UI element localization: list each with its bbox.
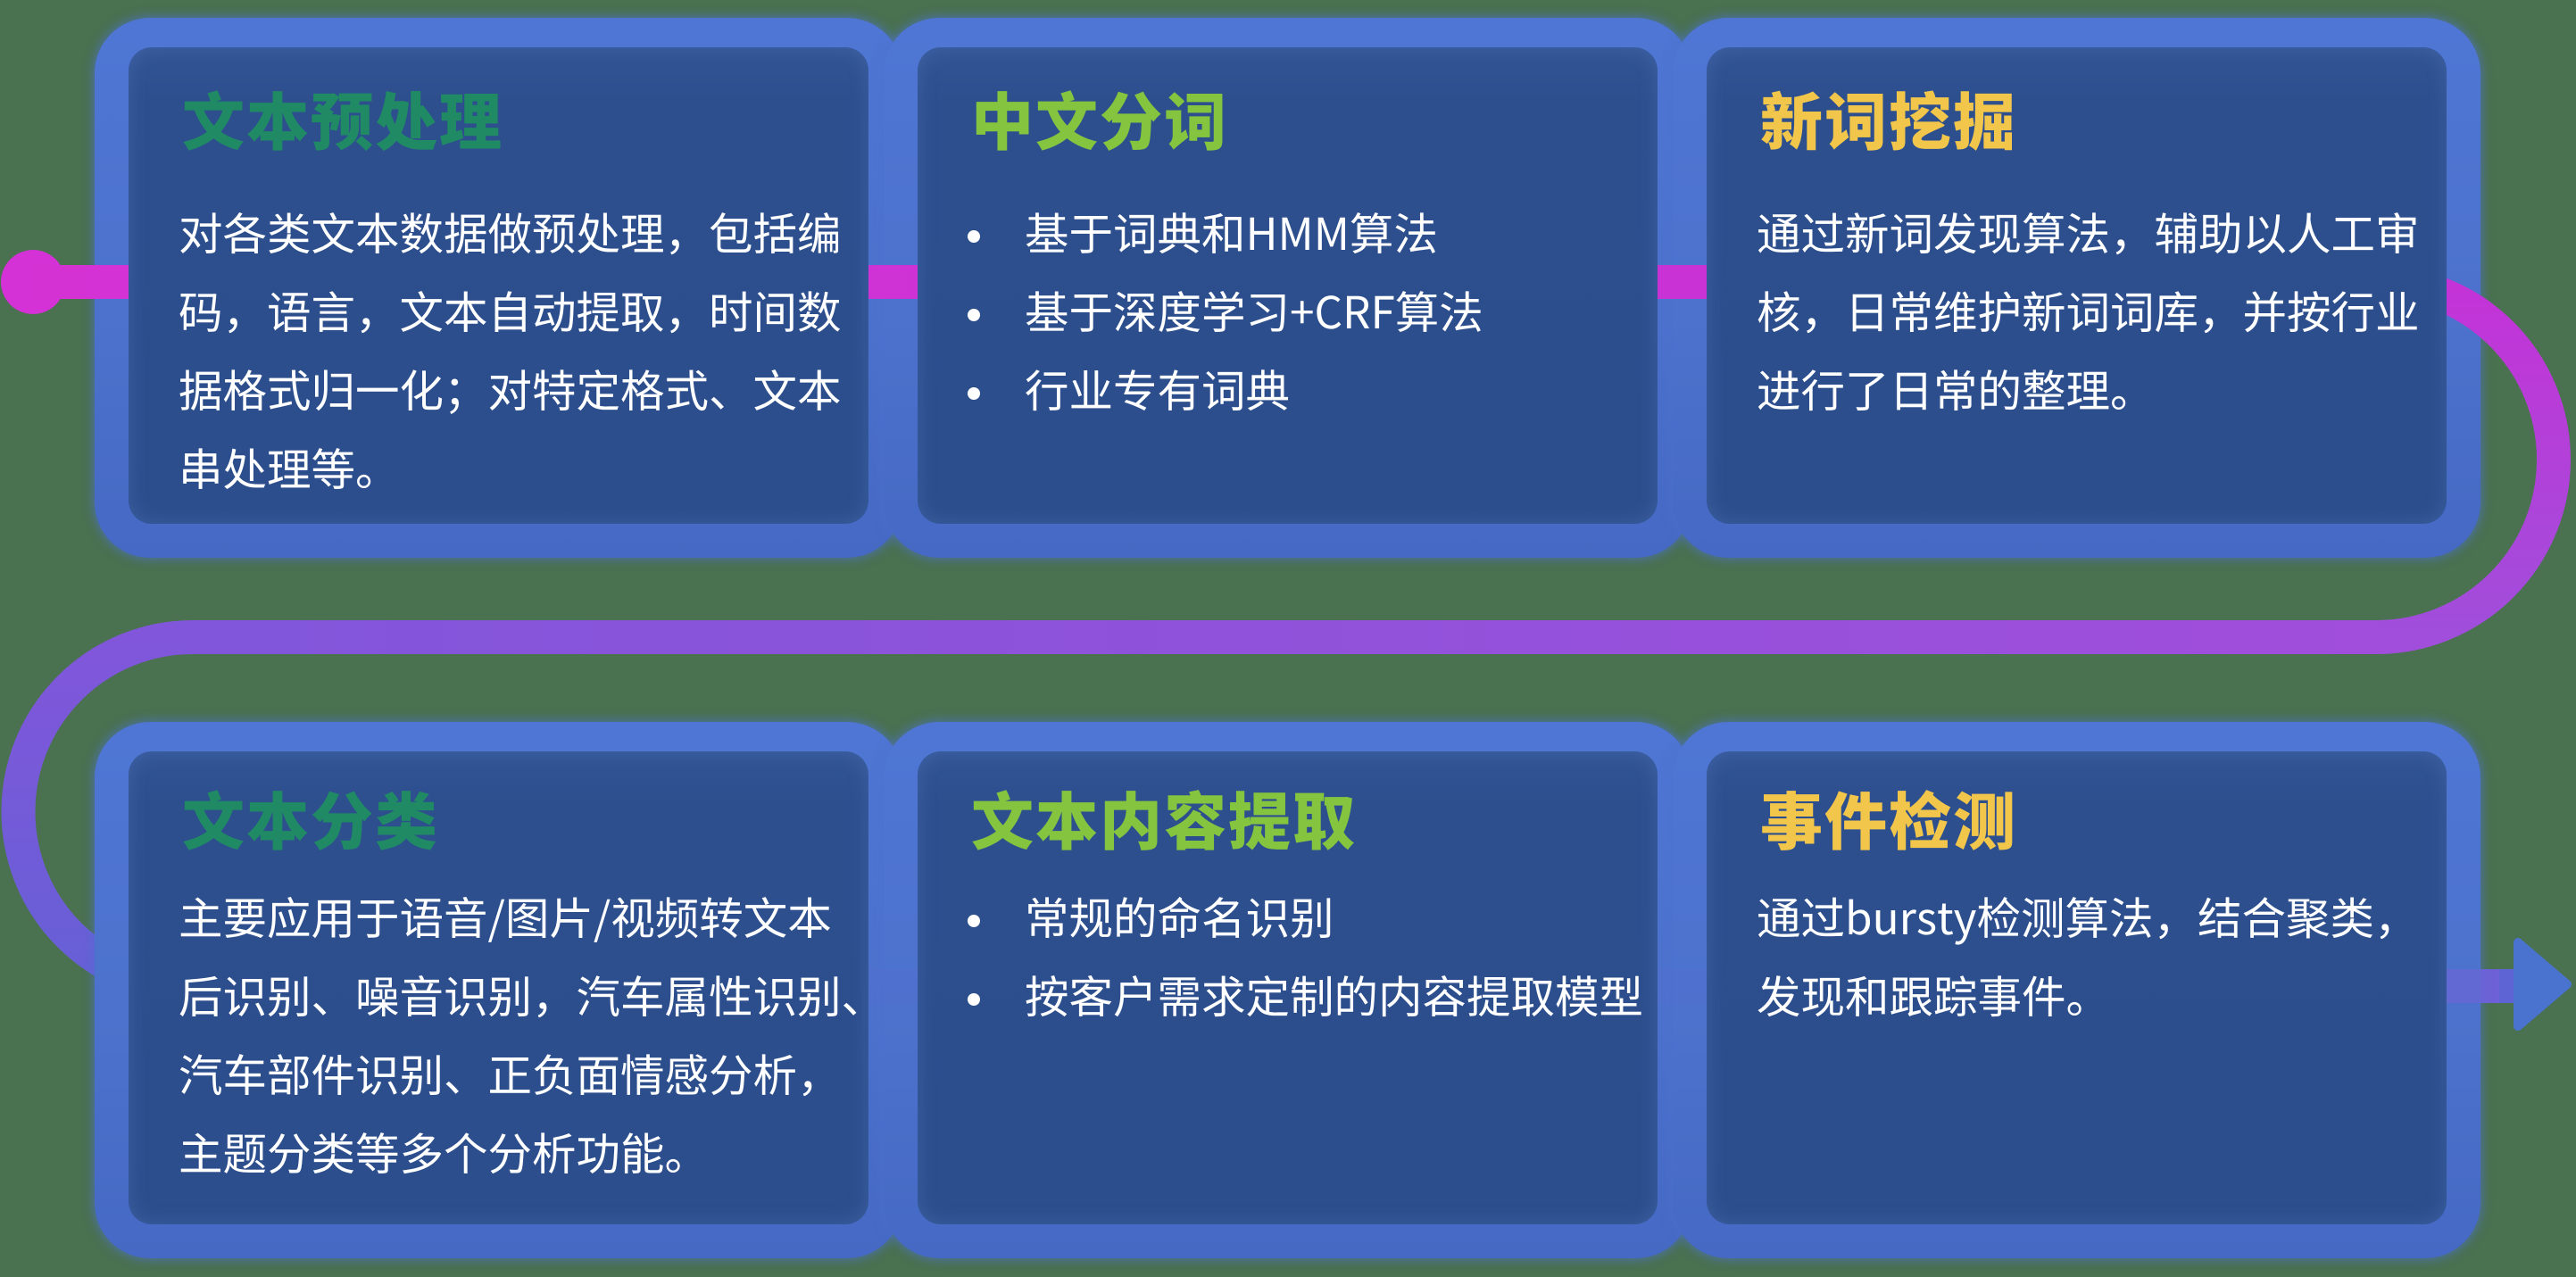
- card-body: 对各类文本数据做预处理，包括编码，语言，文本自动提取，时间数据格式归一化；对特定…: [179, 193, 868, 507]
- card-body-line: 码，语言，文本自动提取，时间数: [179, 278, 842, 342]
- bullet-icon: [968, 993, 980, 1006]
- bullet-icon: [968, 387, 980, 400]
- card-title: 新词挖掘: [1760, 73, 2017, 163]
- bullet-icon: [968, 230, 980, 243]
- card-body-line: 后识别、噪音识别，汽车属性识别、: [179, 963, 885, 1026]
- card-body-line: 据格式归一化；对特定格式、文本: [179, 357, 842, 420]
- card-body-line: 按客户需求定制的内容提取模型: [968, 956, 1658, 1034]
- card-body-line: 主要应用于语音/图片/视频转文本: [179, 884, 832, 948]
- card-body: 通过bursty检测算法，结合聚类， 发现和跟踪事件。: [1757, 877, 2447, 1034]
- card-body-line: 基于词典和HMM算法: [968, 193, 1658, 271]
- flow-line-showthrough-gap: [868, 969, 918, 1003]
- card-body-line: 通过bursty检测算法，结合聚类，: [1757, 884, 2419, 948]
- card-text-classification: 文本分类 主要应用于语音/图片/视频转文本后识别、噪音识别，汽车属性识别、汽车部…: [129, 751, 885, 1224]
- card-body-line: 进行了日常的整理。: [1757, 357, 2155, 420]
- card-body-line: 主题分类等多个分析功能。: [179, 1120, 709, 1183]
- flow-line-showthrough: [2447, 969, 2499, 1003]
- card-body: 主要应用于语音/图片/视频转文本后识别、噪音识别，汽车属性识别、汽车部件识别、正…: [179, 877, 885, 1191]
- card-title: 事件检测: [1760, 773, 2017, 863]
- card-body-line: 汽车部件识别、正负面情感分析，: [179, 1041, 842, 1105]
- card-body-line: 核，日常维护新词词库，并按行业: [1757, 278, 2420, 342]
- card-body-line: 串处理等。: [179, 435, 400, 499]
- card-text-content-extraction: 文本内容提取 常规的命名识别按客户需求定制的内容提取模型: [918, 751, 1658, 1224]
- flow-line-showthrough-gap: [1658, 969, 1707, 1003]
- bullet-icon: [968, 915, 980, 927]
- card-body-line: 对各类文本数据做预处理，包括编: [179, 200, 842, 263]
- card-body-line: 行业专有词典: [968, 350, 1658, 428]
- card-event-detection: 事件检测 通过bursty检测算法，结合聚类， 发现和跟踪事件。: [1707, 751, 2447, 1224]
- card-body-line: 通过新词发现算法，辅助以人工审: [1757, 200, 2420, 263]
- card-title: 文本内容提取: [971, 773, 1357, 863]
- card-body-line: 基于深度学习+CRF算法: [968, 271, 1658, 350]
- card-body: 常规的命名识别按客户需求定制的内容提取模型: [968, 877, 1658, 1034]
- card-body-line: 发现和跟踪事件。: [1757, 963, 2110, 1026]
- card-chinese-word-segmentation: 中文分词 基于词典和HMM算法基于深度学习+CRF算法行业专有词典: [918, 47, 1658, 524]
- bullet-icon: [968, 309, 980, 321]
- card-title: 文本分类: [182, 773, 439, 863]
- card-title: 文本预处理: [182, 73, 503, 163]
- card-body-line: 常规的命名识别: [968, 877, 1658, 956]
- card-body: 通过新词发现算法，辅助以人工审核，日常维护新词词库，并按行业进行了日常的整理。: [1757, 193, 2447, 428]
- card-title: 中文分词: [971, 73, 1228, 163]
- flow-end-arrow: [2514, 938, 2572, 1031]
- flow-right-turn: [2375, 265, 2571, 654]
- card-new-word-mining: 新词挖掘 通过新词发现算法，辅助以人工审核，日常维护新词词库，并按行业进行了日常…: [1707, 47, 2447, 524]
- card-text-preprocessing: 文本预处理 对各类文本数据做预处理，包括编码，语言，文本自动提取，时间数据格式归…: [129, 47, 868, 524]
- card-body: 基于词典和HMM算法基于深度学习+CRF算法行业专有词典: [968, 193, 1658, 428]
